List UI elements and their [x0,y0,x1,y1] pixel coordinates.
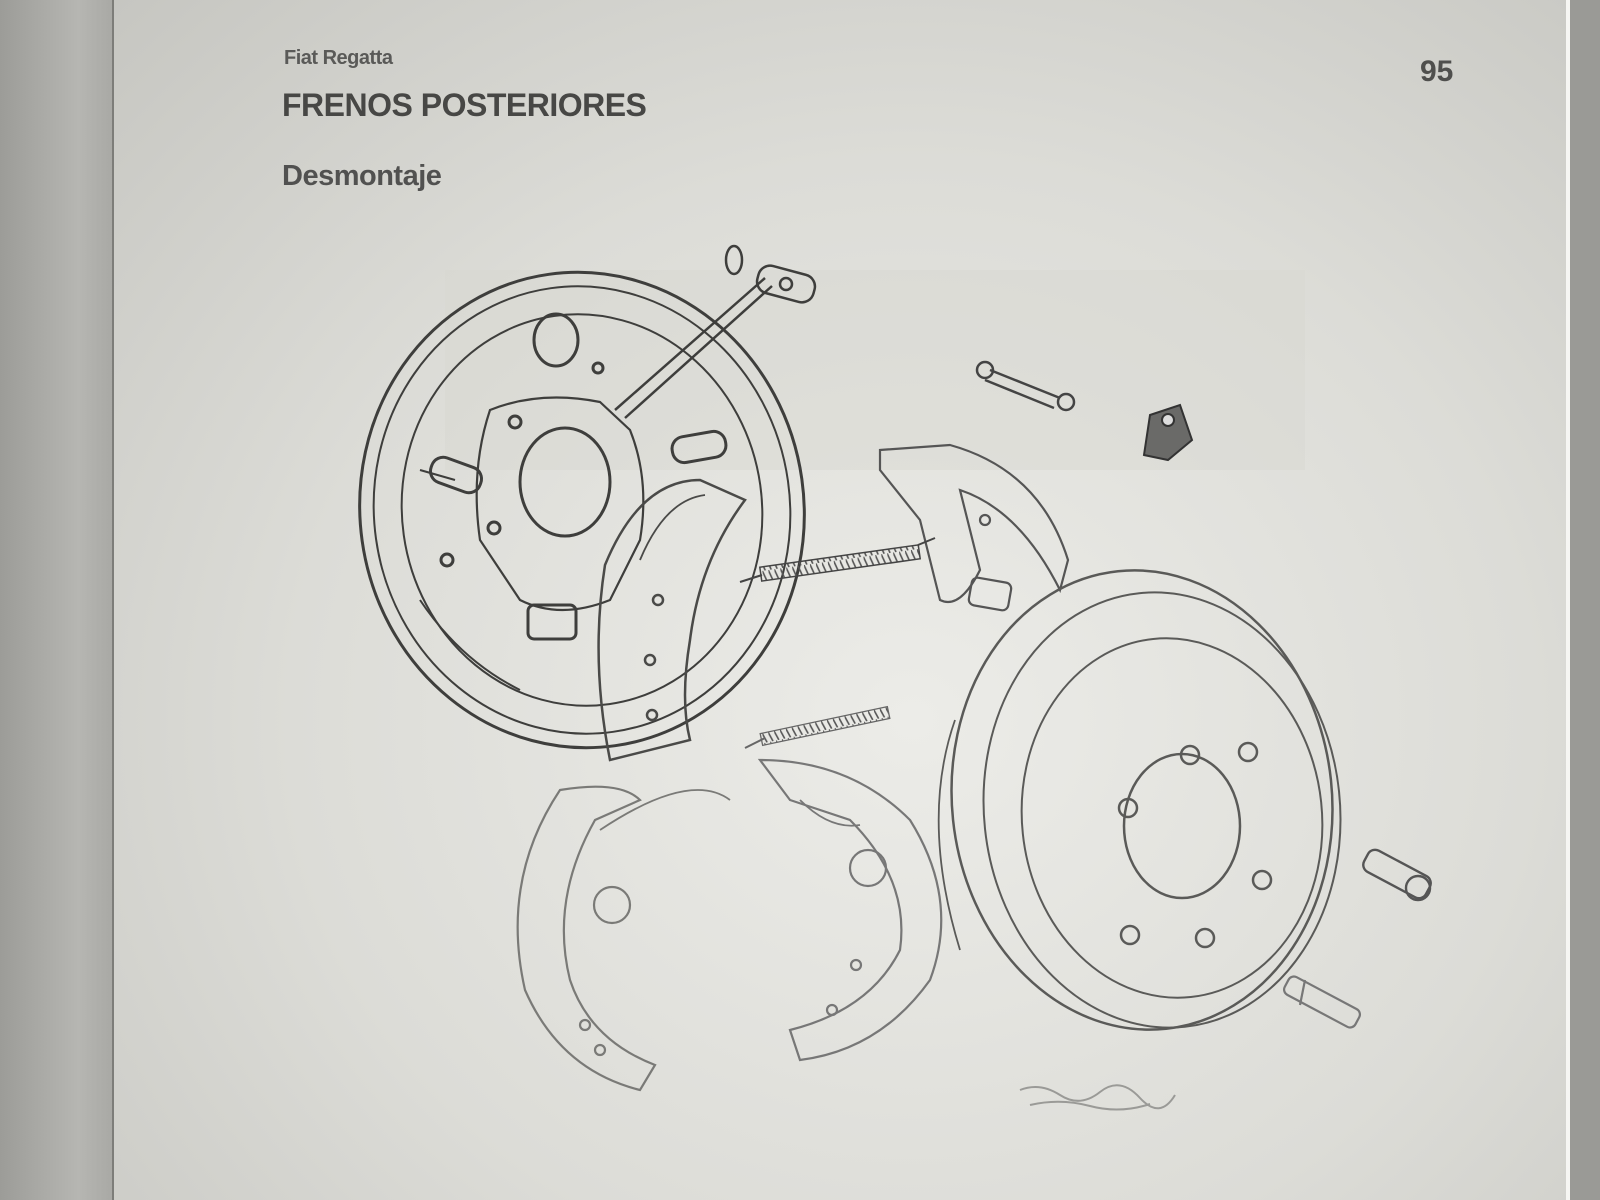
brake-shoe-upper [597,478,747,762]
brake-shoe-right [878,443,1070,612]
backing-plate [358,270,806,750]
retaining-pin [975,360,1076,412]
brake-shoe-lower-left [516,785,731,1092]
running-header: Fiat Regatta [284,47,393,69]
adjacent-page-edge [0,0,112,1200]
page-number: 95 [1420,55,1454,88]
spring-clip [1142,403,1194,462]
section-title: FRENOS POSTERIORES [282,87,647,123]
brake-drum [937,569,1342,1031]
brake-shoe-lower-right [757,758,943,1062]
manual-page [112,0,1572,1200]
figure-reference-scribble [1019,1084,1176,1111]
return-spring-upper [739,537,936,583]
background-edge [1570,0,1600,1200]
subsection-title: Desmontaje [282,160,442,192]
adjuster-strut [614,244,817,419]
return-spring-lower [744,705,891,749]
wheel-stud [1283,975,1361,1029]
wheel-bolt [1362,848,1432,902]
